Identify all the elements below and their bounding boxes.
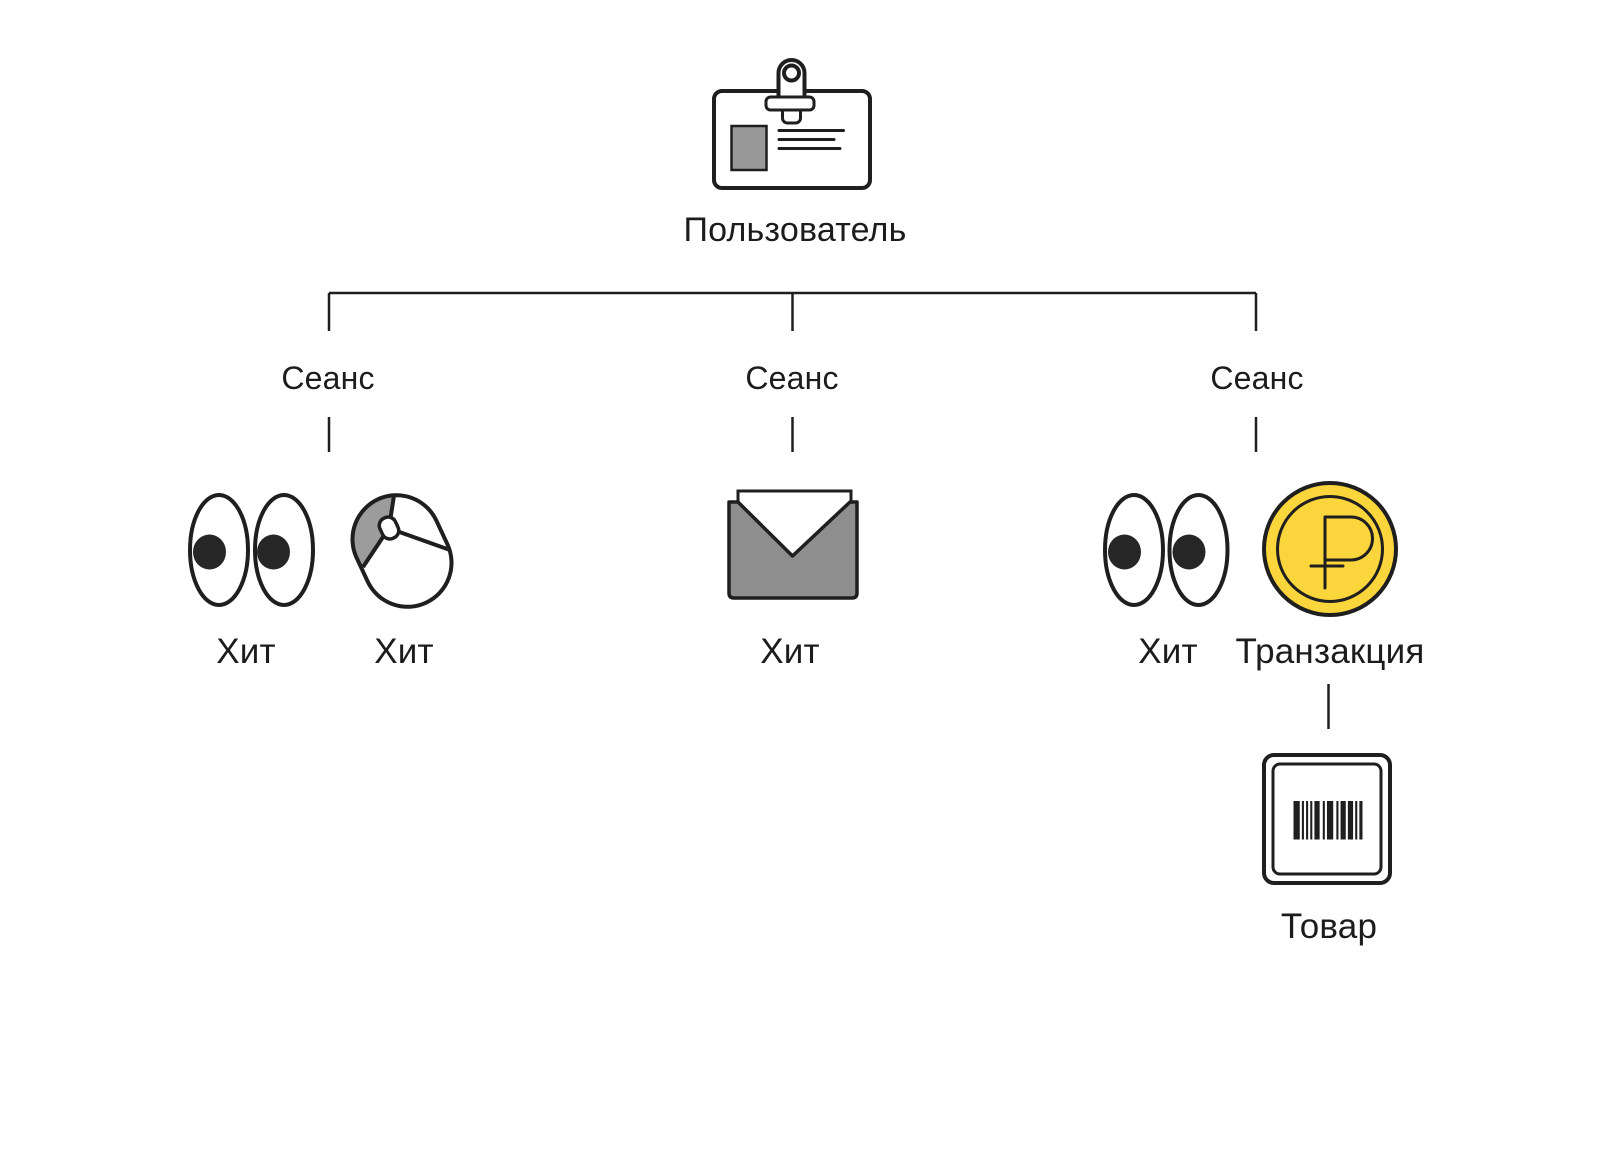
ruble-coin-icon (1262, 481, 1398, 617)
envelope-icon (727, 489, 859, 600)
hit-label-eyes-1: Хит (216, 632, 276, 671)
mouse-wheel (377, 515, 401, 541)
hit-label-envelope: Хит (760, 632, 820, 671)
hit-label-eyes-2: Хит (1138, 632, 1198, 671)
badge-photo (730, 124, 768, 172)
session-label-3: Сеанс (1210, 360, 1304, 396)
tree-connector-lines (327, 291, 1330, 729)
session-label-2: Сеанс (745, 360, 839, 396)
eyes-icon (188, 493, 315, 607)
badge-text-lines (777, 129, 845, 150)
id-badge-icon (712, 58, 872, 190)
session-label-1: Сеанс (281, 360, 375, 396)
barcode-icon (1262, 753, 1392, 885)
hit-label-mouse: Хит (374, 632, 434, 671)
user-label: Пользователь (683, 211, 907, 249)
barcode-bars (1293, 801, 1363, 840)
ruble-sign (1309, 515, 1374, 590)
eyes-icon (1103, 493, 1230, 607)
transaction-label: Транзакция (1235, 632, 1425, 671)
product-label: Товар (1280, 907, 1378, 946)
